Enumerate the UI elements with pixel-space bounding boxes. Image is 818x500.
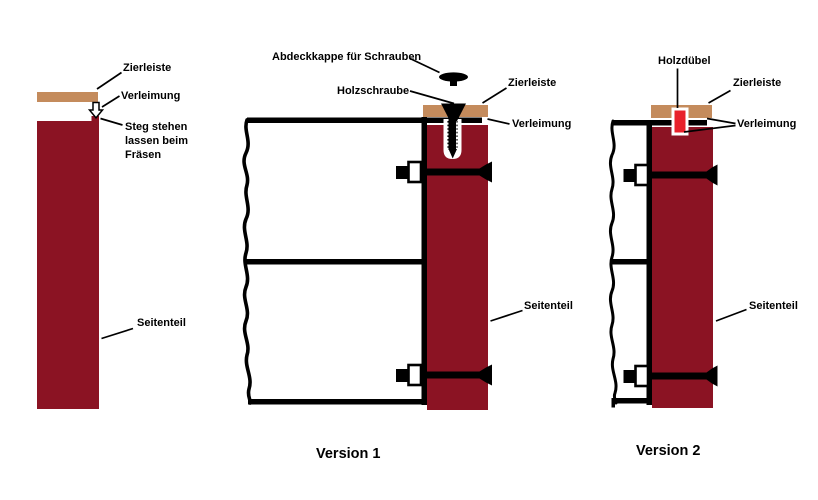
wood-dowel-shape — [671, 107, 689, 136]
label-seitenteil: Seitenteil — [749, 300, 798, 312]
caption-version-2: Version 2 — [636, 443, 701, 459]
version1-drawing — [242, 57, 523, 410]
wood-screw-shape — [441, 103, 466, 159]
label-verleimung: Verleimung — [121, 90, 181, 102]
carcass-top-edge — [613, 120, 707, 126]
pointer-line — [409, 57, 440, 74]
carcass-broken-edge — [242, 118, 252, 405]
assembly-screw-shape — [623, 163, 718, 187]
carcass-bottom-edge — [248, 399, 428, 405]
pointer-line — [708, 89, 731, 104]
pointer-line — [409, 90, 455, 105]
label-zierleiste: Zierleiste — [733, 77, 782, 89]
carcass-bottom-edge — [612, 398, 652, 404]
pointer-line — [101, 327, 134, 340]
label-steg-line2: lassen beim — [125, 135, 188, 147]
side-panel-shape — [427, 125, 488, 410]
label-seitenteil: Seitenteil — [524, 300, 573, 312]
pointer-line — [715, 308, 747, 322]
carcass-broken-edge — [608, 119, 618, 405]
label-verleimung: Verleimung — [512, 118, 572, 130]
pointer-line — [487, 118, 510, 125]
label-steg-line3: Fräsen — [125, 149, 162, 161]
pointer-line — [101, 95, 120, 108]
pointer-line — [100, 117, 123, 126]
side-panel-shape — [37, 116, 99, 409]
pointer-line — [482, 87, 507, 104]
glue-arrow-icon — [87, 101, 105, 119]
assembly-screw-shape — [396, 363, 492, 387]
assembly-screw-shape — [396, 160, 492, 184]
version2-drawing — [608, 68, 747, 408]
label-holzduebel: Holzdübel — [658, 55, 711, 67]
carcass-shelf-edge — [611, 259, 652, 265]
carcass-top-edge — [247, 117, 482, 123]
caption-version-1: Version 1 — [316, 446, 381, 462]
label-steg-line1: Steg stehen — [125, 121, 188, 133]
pointer-line — [490, 309, 523, 322]
pointer-line — [706, 117, 736, 125]
label-steg: Steg stehen lassen beim Fräsen — [125, 120, 188, 162]
cover-cap-shape — [439, 72, 468, 86]
side-panel-shape — [652, 127, 713, 408]
pointer-line — [96, 71, 122, 90]
assembly-screw-shape — [623, 364, 718, 388]
carcass-bottom-edge — [611, 398, 615, 408]
label-abdeckkappe: Abdeckkappe für Schrauben — [272, 51, 422, 63]
label-verleimung: Verleimung — [737, 118, 797, 130]
label-holzschraube: Holzschraube — [337, 85, 410, 97]
label-seitenteil: Seitenteil — [137, 317, 186, 329]
carcass-shelf-edge — [244, 259, 428, 265]
detail-panel — [37, 71, 134, 409]
trim-strip-shape — [37, 92, 98, 102]
label-zierleiste: Zierleiste — [123, 62, 172, 74]
pointer-line — [683, 124, 736, 133]
label-zierleiste: Zierleiste — [508, 77, 557, 89]
